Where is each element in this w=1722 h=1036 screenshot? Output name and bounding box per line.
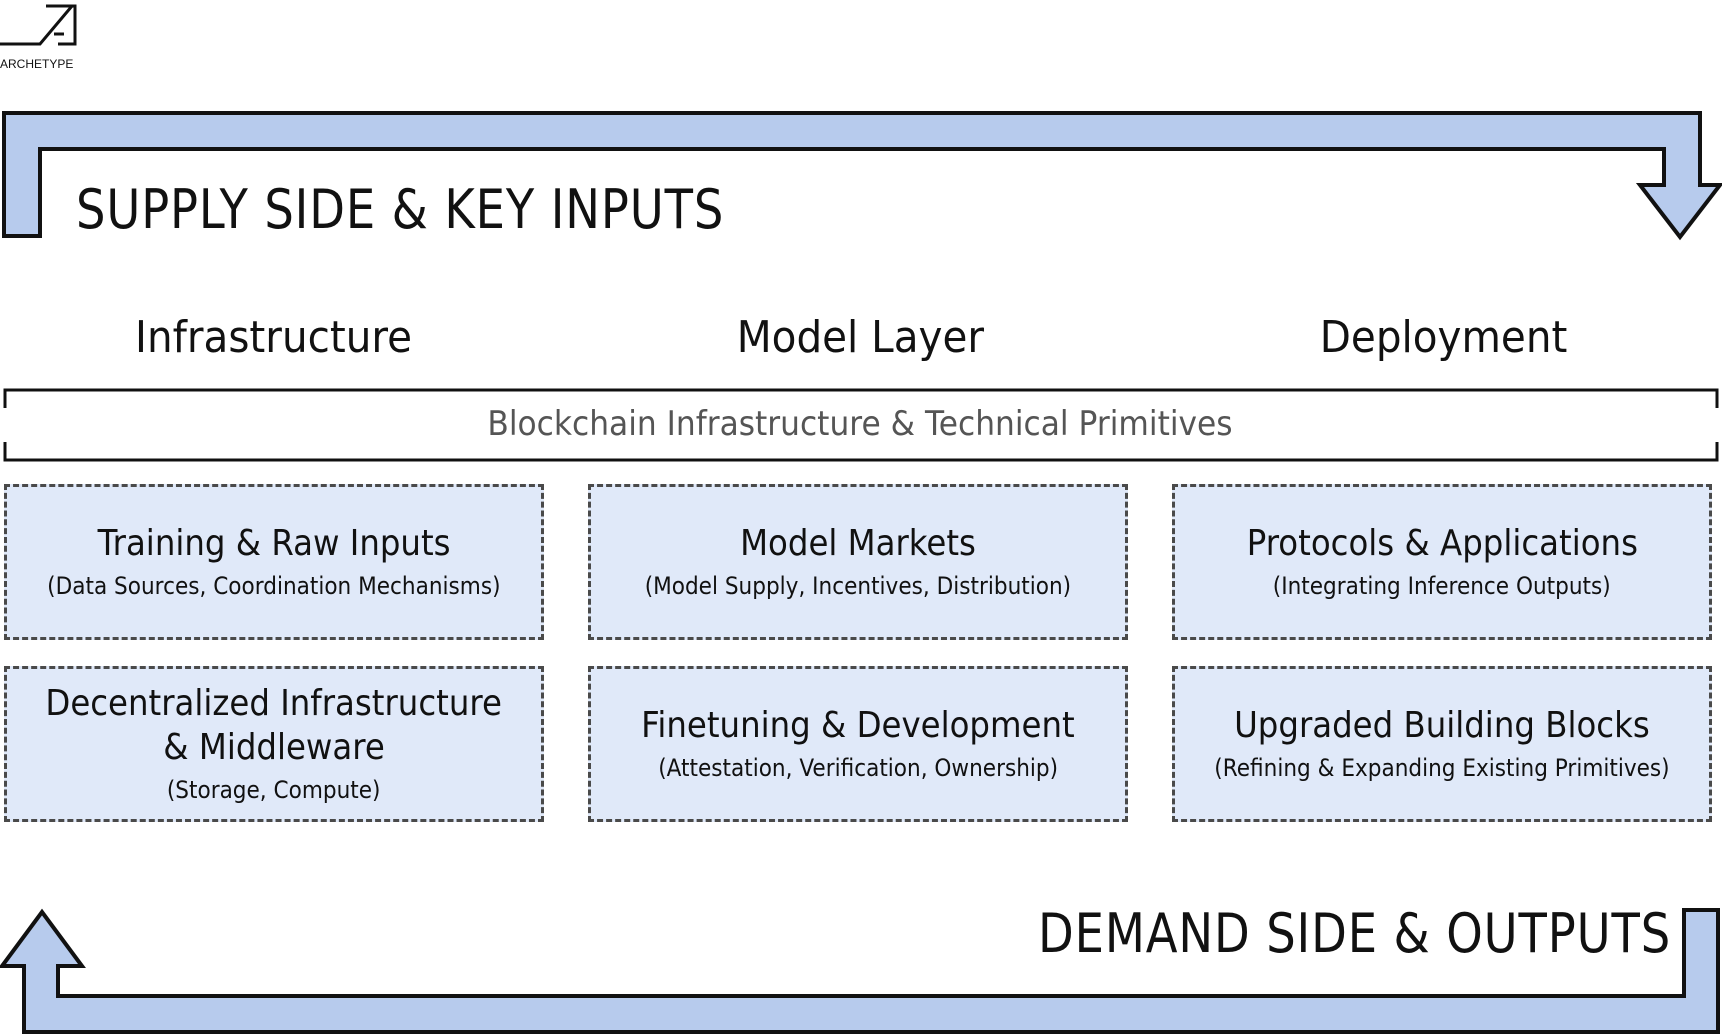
blockchain-band: Blockchain Infrastructure & Technical Pr… [4, 390, 1716, 458]
supply-arrow-icon [2, 111, 1722, 241]
supply-side-title: SUPPLY SIDE & KEY INPUTS [76, 178, 725, 241]
box-subtitle: (Attestation, Verification, Ownership) [658, 754, 1058, 782]
box-subtitle: (Integrating Inference Outputs) [1273, 572, 1611, 600]
box-title: Training & Raw Inputs [97, 523, 451, 564]
logo-text: ARCHETYPE [0, 57, 74, 71]
column-header-infrastructure: Infrastructure [135, 312, 413, 363]
box-model-markets: Model Markets (Model Supply, Incentives,… [588, 484, 1128, 640]
archetype-logo-icon [0, 4, 77, 46]
box-subtitle: (Model Supply, Incentives, Distribution) [644, 572, 1072, 600]
box-title: Upgraded Building Blocks [1234, 705, 1650, 746]
column-header-model-layer: Model Layer [736, 312, 984, 363]
demand-arrow-icon [0, 908, 1720, 1034]
box-subtitle: (Data Sources, Coordination Mechanisms) [47, 572, 501, 600]
demand-side-title: DEMAND SIDE & OUTPUTS [1038, 902, 1672, 965]
box-title-line2: & Middleware [163, 727, 385, 768]
box-title: Protocols & Applications [1246, 523, 1638, 564]
box-decentralized-infrastructure: Decentralized Infrastructure & Middlewar… [4, 666, 544, 822]
box-finetuning-development: Finetuning & Development (Attestation, V… [588, 666, 1128, 822]
box-training-raw-inputs: Training & Raw Inputs (Data Sources, Coo… [4, 484, 544, 640]
box-subtitle: (Refining & Expanding Existing Primitive… [1214, 754, 1670, 782]
box-protocols-applications: Protocols & Applications (Integrating In… [1172, 484, 1712, 640]
band-bracket [3, 388, 1719, 462]
column-header-deployment: Deployment [1320, 312, 1568, 363]
box-title-line1: Decentralized Infrastructure [45, 683, 503, 724]
box-title: Model Markets [740, 523, 976, 564]
band-label: Blockchain Infrastructure & Technical Pr… [487, 404, 1233, 444]
box-title: Finetuning & Development [641, 705, 1075, 746]
box-upgraded-building-blocks: Upgraded Building Blocks (Refining & Exp… [1172, 666, 1712, 822]
box-subtitle: (Storage, Compute) [167, 776, 381, 804]
